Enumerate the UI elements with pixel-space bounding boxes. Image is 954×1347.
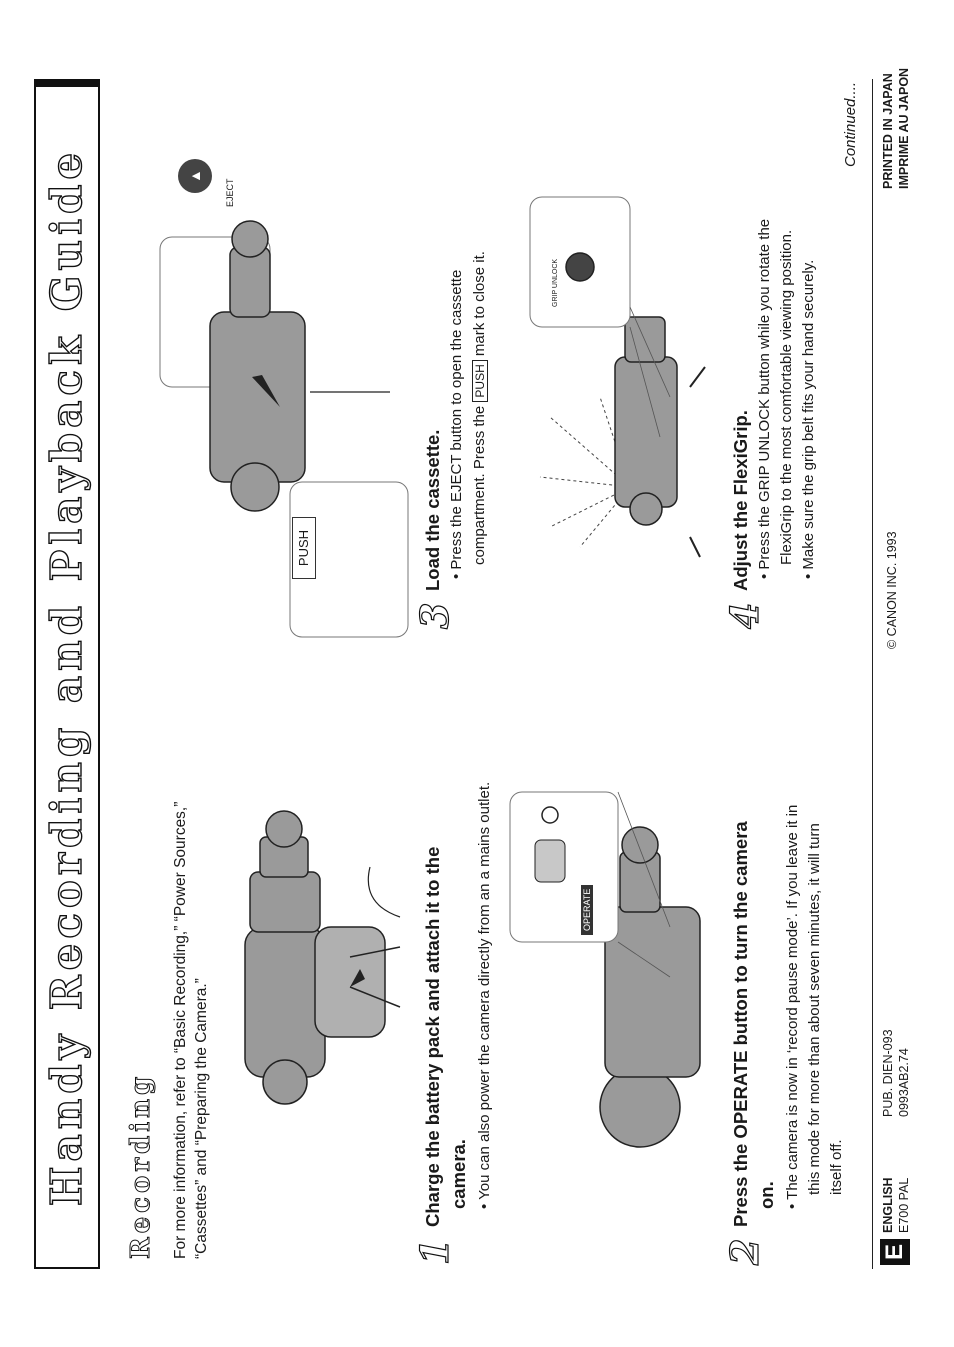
footer-language: ENGLISH bbox=[881, 1177, 895, 1233]
step-3-bullet-line-1: Press the EJECT button to open the casse… bbox=[446, 270, 468, 579]
page-title: Handy Recording and Playback Guide bbox=[41, 147, 91, 1207]
step-3-number: 3 bbox=[411, 602, 457, 630]
operate-label: OPERATE bbox=[581, 884, 593, 935]
step-3-push-badge: PUSH bbox=[472, 360, 488, 402]
step-1-heading-line-2: camera. bbox=[448, 1139, 469, 1209]
grip-unlock-label: GRIP UNLOCK bbox=[552, 258, 559, 307]
step-4-number: 4 bbox=[721, 602, 767, 630]
flexigrip-illustration bbox=[529, 196, 706, 558]
step-3-heading: Load the cassette. bbox=[422, 429, 443, 591]
section-heading: Recording bbox=[126, 1072, 157, 1259]
operate-illustration bbox=[509, 791, 701, 1148]
step-3-text-after: mark to close it. bbox=[471, 251, 488, 357]
step-3-text-before: compartment. Press the bbox=[471, 405, 488, 565]
step-3-bullet-line-2: compartment. Press the PUSH mark to clos… bbox=[470, 251, 490, 565]
footer-model: E700 PAL bbox=[897, 1177, 911, 1233]
step-2-heading-line-2: on. bbox=[756, 1181, 777, 1209]
continued-note: Continued.... bbox=[842, 81, 859, 167]
footer-printed-en: PRINTED IN JAPAN bbox=[881, 73, 895, 189]
footer-rule bbox=[872, 79, 873, 1269]
step-4-bullet-2: Make sure the grip belt fits your hand s… bbox=[798, 260, 820, 579]
step-2-number: 2 bbox=[721, 1238, 767, 1266]
intro-line-1: For more information, refer to “Basic Re… bbox=[172, 801, 189, 1259]
battery-attach-illustration bbox=[244, 810, 401, 1105]
step-4-heading: Adjust the FlexiGrip. bbox=[730, 410, 751, 591]
step-2-bullet-line-2: this mode for more than about seven minu… bbox=[806, 823, 823, 1195]
cassette-load-illustration bbox=[159, 220, 409, 638]
footer-printed-fr: IMPRIME AU JAPON bbox=[897, 67, 911, 189]
step-4-bullet-1-line-2: FlexiGrip to the most comfortable viewin… bbox=[778, 229, 795, 565]
eject-label: EJECT bbox=[225, 178, 235, 207]
step-1-number: 1 bbox=[411, 1238, 457, 1266]
step-2-heading-line-1: Press the OPERATE button to turn the cam… bbox=[730, 821, 751, 1227]
step-2-bullet-line-3: itself off. bbox=[828, 1139, 845, 1195]
footer-copyright: © CANON INC. 1993 bbox=[885, 531, 899, 649]
footer-code: 0993AB2.74 bbox=[897, 1048, 911, 1117]
title-banner: Handy Recording and Playback Guide bbox=[34, 79, 100, 1269]
footer-pub: PUB. DIEN-093 bbox=[881, 1029, 895, 1117]
language-badge: E bbox=[880, 1239, 910, 1265]
eject-icon: ▲ bbox=[178, 159, 212, 193]
step-2-bullet-line-1: The camera is now in ‘record pause mode’… bbox=[782, 805, 804, 1209]
step-4-bullet-1-line-1: Press the GRIP UNLOCK button while you r… bbox=[754, 219, 776, 579]
push-mark: PUSH bbox=[292, 517, 316, 579]
step-1-bullet: You can also power the camera directly f… bbox=[474, 782, 496, 1209]
step-1-heading-line-1: Charge the battery pack and attach it to… bbox=[422, 846, 443, 1227]
